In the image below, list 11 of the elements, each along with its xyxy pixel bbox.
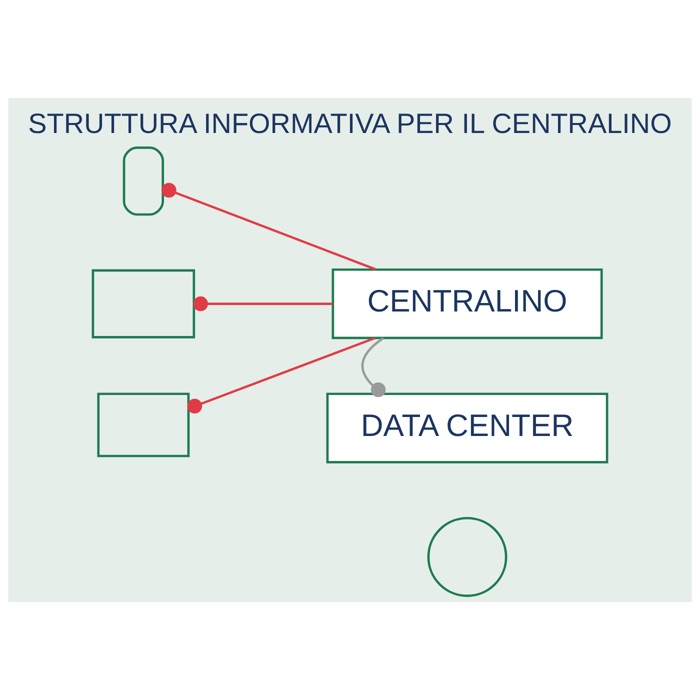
node-box: DATA CENTER	[326, 392, 608, 464]
node-box	[92, 269, 196, 338]
diagram-title: STRUTTURA INFORMATIVA PER IL CENTRALINO	[28, 108, 672, 139]
node-box	[122, 146, 164, 216]
node-circle	[427, 516, 508, 597]
connector	[193, 296, 332, 312]
node-box: CENTRALINO	[332, 268, 603, 340]
node-box	[97, 392, 190, 458]
connector	[361, 337, 386, 398]
connector	[187, 336, 376, 414]
connector	[162, 182, 376, 270]
